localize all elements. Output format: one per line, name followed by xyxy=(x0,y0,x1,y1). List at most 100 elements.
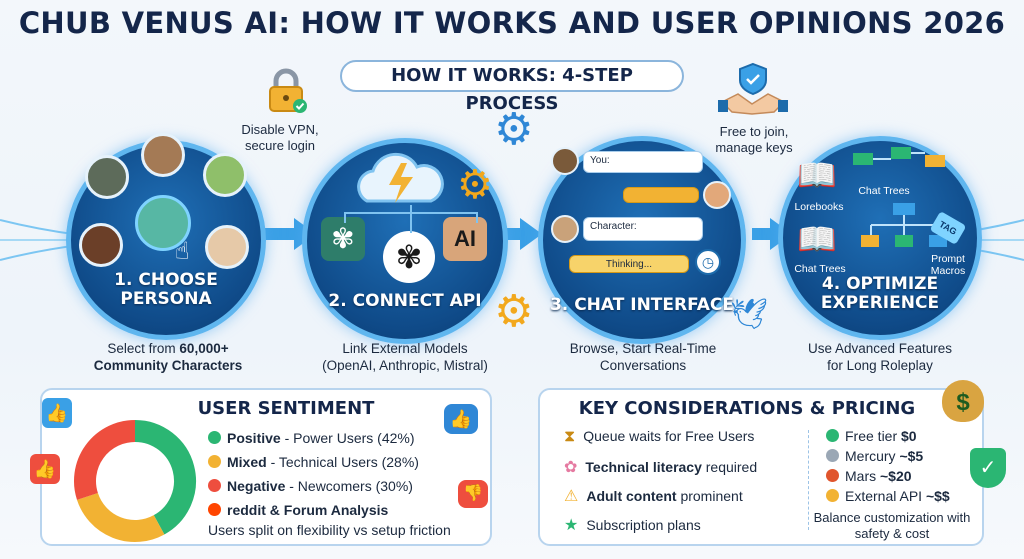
step-3-title: CHAT INTERFACE xyxy=(574,295,735,315)
sentiment-donut-chart xyxy=(74,420,196,542)
considerations-title: KEY CONSIDERATIONS & PRICING xyxy=(578,398,916,419)
join-note: Free to join, manage keys xyxy=(715,124,793,155)
step-1-caption-post: Community Characters xyxy=(93,358,243,373)
mixed-detail: - Technical Users (28%) xyxy=(266,454,419,470)
pricing-mercury: Mercury ~$5 xyxy=(826,448,923,464)
chat-character-avatar xyxy=(551,215,579,243)
scientist-avatar xyxy=(205,225,249,269)
step-1-title: CHOOSE PERSONA xyxy=(120,270,218,309)
chat-you-label: You: xyxy=(590,155,610,166)
step-1-caption: Select from 60,000+ Community Characters xyxy=(58,340,278,374)
pricing-footer: Balance customization with safety & cost xyxy=(813,510,971,541)
mars-icon xyxy=(826,469,839,482)
reddit-label: reddit xyxy=(227,502,266,518)
prompt-macros-label: Prompt Macros xyxy=(930,253,966,277)
step-1-number: 1. xyxy=(114,270,133,290)
chat-character-label: Character: xyxy=(590,221,637,232)
woman-avatar xyxy=(79,223,123,267)
source-row: reddit & Forum Analysis xyxy=(208,502,388,518)
step-1-caption-pre: Select from xyxy=(107,341,180,356)
money-bag-icon: $ xyxy=(942,380,984,422)
pricing-external-api: External API ~$$ xyxy=(826,488,950,504)
positive-dot xyxy=(208,431,221,444)
step-3-caption-post: Conversations xyxy=(599,358,687,373)
warning-icon: ⚠ xyxy=(564,488,579,505)
gear-icon: ⚙ xyxy=(457,163,493,207)
step-1-circle: ☝ 1. CHOOSE PERSONA xyxy=(66,133,266,340)
step-4-caption-post: for Long Roleplay xyxy=(827,358,933,373)
sentiment-negative-row: Negative - Newcomers (30%) xyxy=(208,478,413,494)
lorebooks-label: Lorebooks xyxy=(794,201,844,213)
step-3-label: 3. CHAT INTERFACE xyxy=(543,296,741,315)
consideration-technical-text: required xyxy=(701,459,758,475)
step-4-number: 4. xyxy=(821,274,841,294)
anthropic-logo-icon: AI xyxy=(443,217,487,261)
cloud-lightning-icon xyxy=(357,152,444,203)
sentiment-mixed-row: Mixed - Technical Users (28%) xyxy=(208,454,419,470)
step-2-circle: ⚙ ✾ ✾ AI 2. CONNECT API xyxy=(302,138,508,344)
mercury-icon xyxy=(826,449,839,462)
cursor-hand-icon: ☝ xyxy=(175,238,190,265)
donut-slice-0 xyxy=(134,420,196,535)
step-4-caption: Use Advanced Features for Long Roleplay xyxy=(780,340,980,374)
step-4-circle: 📖 Lorebooks Chat Trees 📖 Chat Trees TAG … xyxy=(778,136,982,340)
thinking-bar: Thinking... xyxy=(569,255,689,273)
step-1-caption-bold: 60,000+ xyxy=(179,341,229,356)
step-3-caption: Browse, Start Real-Time Conversations xyxy=(548,340,738,374)
hourglass-icon: ⧗ xyxy=(564,428,576,445)
negative-detail: - Newcomers (30%) xyxy=(285,478,413,494)
pricing-mars: Mars ~$20 xyxy=(826,468,912,484)
chat-bubble-you: You: xyxy=(583,151,703,173)
step-3-number: 3. xyxy=(549,295,569,315)
lorebook-top-icon: 📖 xyxy=(797,157,837,193)
bearded-man-avatar xyxy=(141,133,185,177)
positive-detail: - Power Users (42%) xyxy=(280,430,415,446)
chat-trees-bottom-label: Chat Trees xyxy=(794,263,846,275)
consideration-queue: ⧗Queue waits for Free Users xyxy=(564,428,754,446)
step-2-label: 2. CONNECT API xyxy=(307,292,503,311)
vpn-note: Disable VPN, secure login xyxy=(241,122,319,153)
brain-icon: ✿ xyxy=(564,459,578,476)
connection-lines xyxy=(344,205,478,233)
donut-slice-2 xyxy=(74,420,136,500)
external-api-value: ~$$ xyxy=(925,488,950,504)
flow-arrow-3-bar xyxy=(752,228,772,240)
step-1-label: 1. CHOOSE PERSONA xyxy=(71,271,261,309)
reddit-icon xyxy=(208,503,221,516)
lorebook-bottom-icon: 📖 xyxy=(797,221,837,257)
chat-reply-avatar xyxy=(703,181,731,209)
consideration-technical: ✿Technical literacy required xyxy=(564,457,757,477)
external-api-label: External API xyxy=(845,488,926,504)
shield-check-icon: ✓ xyxy=(970,448,1006,488)
page-title: CHUB VENUS AI: HOW IT WORKS AND USER OPI… xyxy=(18,6,1006,40)
process-subtitle: HOW IT WORKS: 4-STEP PROCESS xyxy=(340,60,684,114)
step-2-caption-post: (OpenAI, Anthropic, Mistral) xyxy=(322,358,488,373)
step-2-caption-pre: Link External Models xyxy=(342,341,468,356)
lock-icon xyxy=(262,68,310,114)
source-label: & Forum Analysis xyxy=(265,502,389,518)
star-money-icon: ★ xyxy=(564,517,579,534)
consideration-subscription: ★Subscription plans xyxy=(564,515,701,535)
negative-dot xyxy=(208,479,221,492)
mixed-dot xyxy=(208,455,221,468)
step-4-caption-pre: Use Advanced Features xyxy=(807,341,953,356)
mercury-value: ~$5 xyxy=(899,448,924,464)
step-3-caption-pre: Browse, Start Real-Time xyxy=(569,341,717,356)
panel-divider xyxy=(808,430,809,530)
hummingbird-icon: 🕊 xyxy=(730,298,769,331)
chat-bubble-character: Character: xyxy=(583,217,703,241)
consideration-adult: ⚠Adult content prominent xyxy=(564,486,743,506)
step-2-number: 2. xyxy=(328,291,347,311)
mars-value: ~$20 xyxy=(880,468,912,484)
step-4-title: OPTIMIZE EXPERIENCE xyxy=(820,274,940,313)
sentiment-summary: Users split on flexibility vs setup fric… xyxy=(208,522,451,538)
pricing-free: Free tier $0 xyxy=(826,428,917,444)
step-3-circle: You: Character: Thinking... ◷ 3. CHAT IN… xyxy=(538,136,746,344)
donut-slice-1 xyxy=(76,492,165,542)
clock-icon: ◷ xyxy=(695,249,721,275)
selected-persona-avatar[interactable] xyxy=(135,195,191,251)
blue-gear-top-icon: ⚙ xyxy=(494,105,534,154)
external-api-icon xyxy=(826,489,839,502)
elf-avatar xyxy=(203,153,247,197)
thumbs-up-icon-2: 👍 xyxy=(30,454,60,484)
